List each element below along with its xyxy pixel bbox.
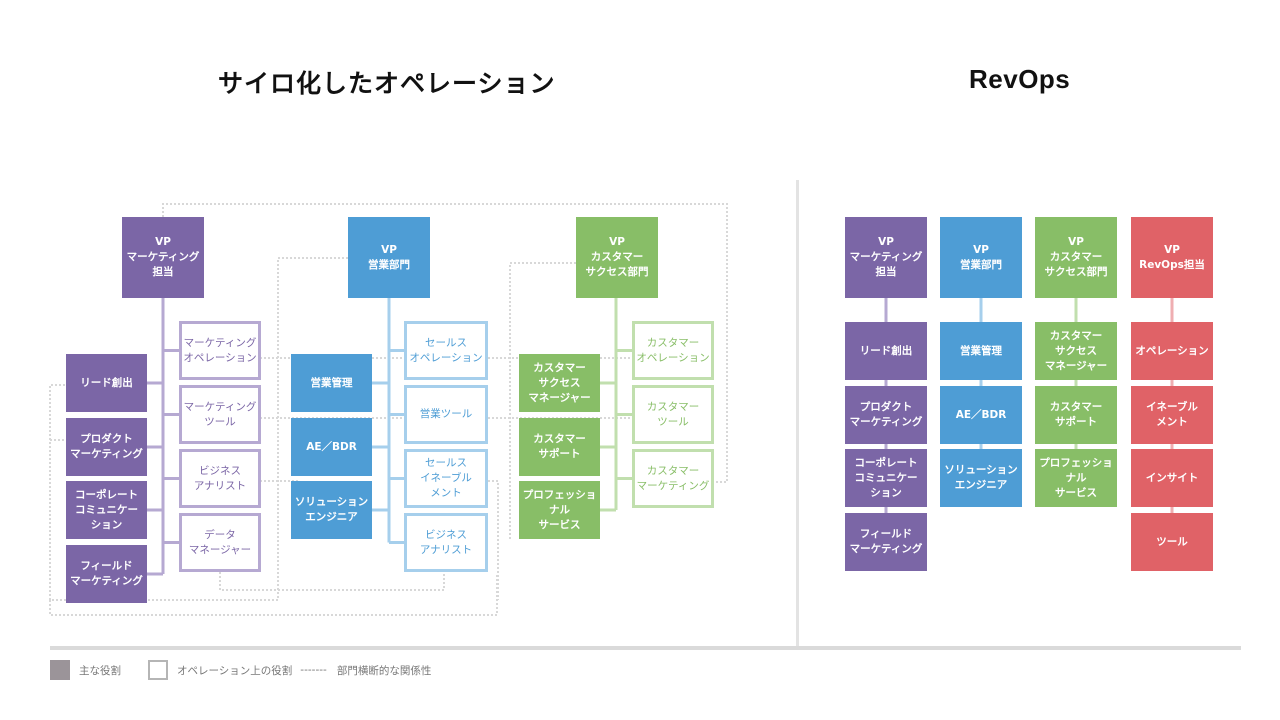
revops-cs-vp: VP カスタマー サクセス部門 bbox=[1035, 217, 1117, 298]
revops-revops-role: オペレーション bbox=[1131, 322, 1213, 380]
cross-link-sales-outer bbox=[49, 257, 348, 601]
silo-marketing-primary-role: フィールド マーケティング bbox=[66, 545, 147, 603]
silo-cs-operational-role: カスタマー ツール bbox=[632, 385, 714, 444]
revops-title: RevOps bbox=[969, 64, 1071, 94]
revops-sales-role: AE／BDR bbox=[940, 386, 1022, 444]
silo-marketing-primary-role: プロダクト マーケティング bbox=[66, 418, 147, 476]
revops-sales-role: 営業管理 bbox=[940, 322, 1022, 380]
section-divider-horizontal bbox=[50, 646, 1241, 650]
revops-revops-role: イネーブル メント bbox=[1131, 386, 1213, 444]
silo-marketing-primary-role: リード創出 bbox=[66, 354, 147, 412]
silo-cs-operational-role: カスタマー マーケティング bbox=[632, 449, 714, 508]
legend-dash-sample: ------- bbox=[300, 664, 327, 676]
revops-cs-role: プロフェッショ ナル サービス bbox=[1035, 449, 1117, 507]
revops-revops-role: インサイト bbox=[1131, 449, 1213, 507]
silo-marketing-operational-role: マーケティング ツール bbox=[179, 385, 261, 444]
silo-marketing-vp: VP マーケティング 担当 bbox=[122, 217, 204, 298]
silo-sales-operational-role: ビジネス アナリスト bbox=[404, 513, 488, 572]
silo-title: サイロ化したオペレーション bbox=[218, 69, 556, 98]
cross-link-enable bbox=[488, 480, 499, 600]
revops-marketing-role: リード創出 bbox=[845, 322, 927, 380]
silo-cs-primary-role: カスタマー サポート bbox=[519, 418, 600, 476]
silo-marketing-operational-role: データ マネージャー bbox=[179, 513, 261, 572]
silo-sales-operational-role: 営業ツール bbox=[404, 385, 488, 444]
cross-link-cs-left bbox=[509, 262, 576, 540]
silo-sales-primary-role: AE／BDR bbox=[291, 418, 372, 476]
legend-primary-label: 主な役割 bbox=[79, 664, 121, 677]
revops-sales-vp: VP 営業部門 bbox=[940, 217, 1022, 298]
legend-operational: オペレーション上の役割 ------- 部門横断的な関係性 bbox=[148, 660, 431, 680]
silo-sales-operational-role: セールス オペレーション bbox=[404, 321, 488, 380]
silo-sales-vp: VP 営業部門 bbox=[348, 217, 430, 298]
silo-cs-vp: VP カスタマー サクセス部門 bbox=[576, 217, 658, 298]
legend-operational-label: オペレーション上の役割 bbox=[177, 664, 293, 677]
silo-sales-primary-role: 営業管理 bbox=[291, 354, 372, 412]
silo-marketing-primary-role: コーポレート コミュニケー ション bbox=[66, 481, 147, 539]
silo-cs-operational-role: カスタマー オペレーション bbox=[632, 321, 714, 380]
silo-cs-primary-role: カスタマー サクセス マネージャー bbox=[519, 354, 600, 412]
revops-marketing-role: フィールド マーケティング bbox=[845, 513, 927, 571]
revops-revops-vp: VP RevOps担当 bbox=[1131, 217, 1213, 298]
revops-cs-role: カスタマー サクセス マネージャー bbox=[1035, 322, 1117, 380]
revops-marketing-role: プロダクト マーケティング bbox=[845, 386, 927, 444]
revops-marketing-vp: VP マーケティング 担当 bbox=[845, 217, 927, 298]
legend-primary: 主な役割 bbox=[50, 660, 121, 680]
silo-cs-primary-role: プロフェッショ ナル サービス bbox=[519, 481, 600, 539]
revops-sales-role: ソリューション エンジニア bbox=[940, 449, 1022, 507]
silo-sales-operational-role: セールス イネーブル メント bbox=[404, 449, 488, 508]
revops-marketing-role: コーポレート コミュニケー ション bbox=[845, 449, 927, 507]
legend-primary-swatch bbox=[50, 660, 70, 680]
section-divider-vertical bbox=[796, 180, 799, 647]
silo-marketing-operational-role: ビジネス アナリスト bbox=[179, 449, 261, 508]
cross-link-vp-top bbox=[162, 203, 728, 483]
legend-cross-label: 部門横断的な関係性 bbox=[336, 664, 432, 677]
legend-operational-swatch bbox=[148, 660, 168, 680]
silo-marketing-operational-role: マーケティング オペレーション bbox=[179, 321, 261, 380]
silo-sales-primary-role: ソリューション エンジニア bbox=[291, 481, 372, 539]
cross-link-analysts bbox=[219, 572, 445, 591]
revops-cs-role: カスタマー サポート bbox=[1035, 386, 1117, 444]
revops-revops-role: ツール bbox=[1131, 513, 1213, 571]
